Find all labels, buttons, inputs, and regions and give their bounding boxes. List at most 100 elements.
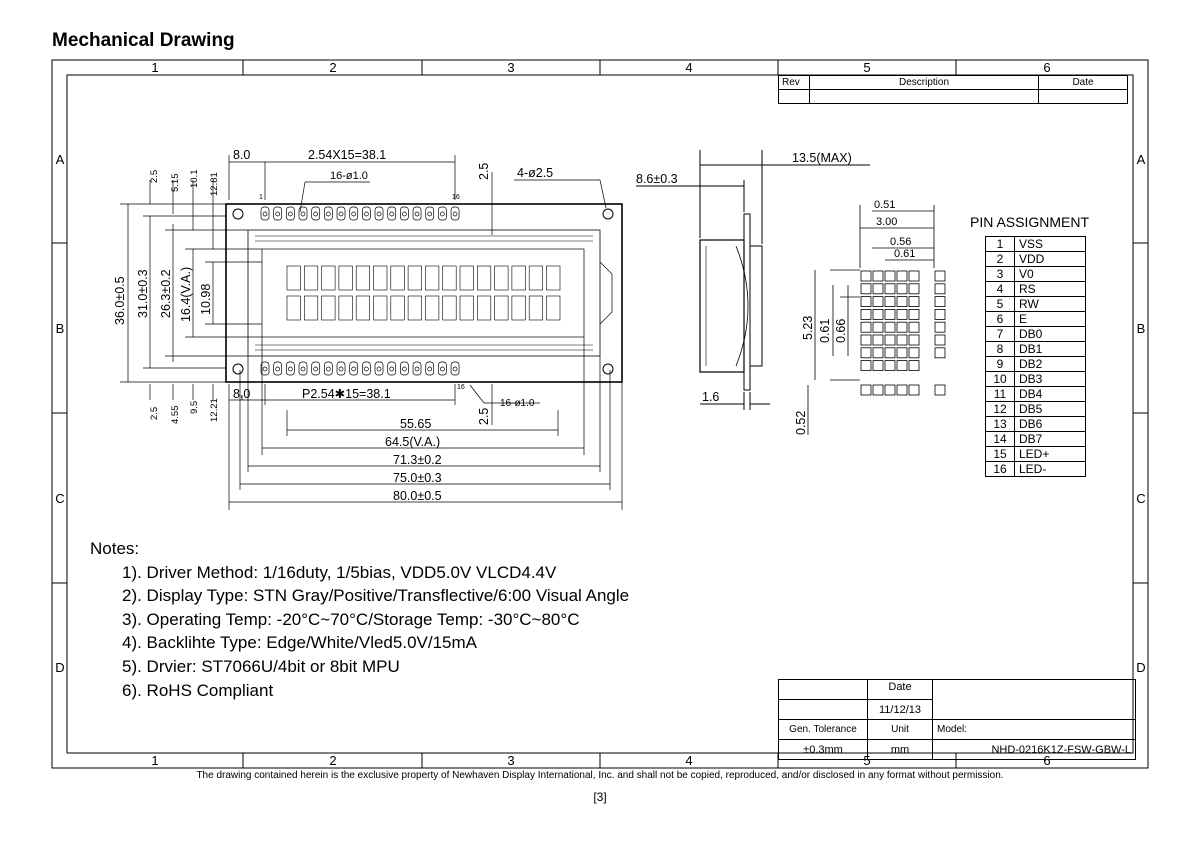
row-label: C bbox=[55, 491, 65, 506]
character-cell bbox=[459, 265, 474, 291]
pixel-dot bbox=[884, 321, 896, 333]
pixel-dot bbox=[884, 296, 896, 308]
header-pad bbox=[349, 361, 359, 376]
header-pad bbox=[349, 206, 359, 221]
title-block: Date 11/12/13 Gen. Tolerance Unit Model:… bbox=[778, 679, 1136, 760]
pixel-dot bbox=[934, 296, 946, 308]
character-cell bbox=[407, 265, 422, 291]
pin-signal: RW bbox=[1014, 296, 1086, 312]
pixel-dot bbox=[908, 296, 920, 308]
row-label: A bbox=[1136, 152, 1146, 167]
pixel-dot bbox=[934, 321, 946, 333]
pixel-dot bbox=[934, 308, 946, 320]
pin16-top: 16 bbox=[452, 194, 460, 201]
character-cell bbox=[546, 295, 561, 321]
row-label: B bbox=[1136, 321, 1146, 336]
pin-number: 16 bbox=[985, 461, 1015, 477]
pin-number: 9 bbox=[985, 356, 1015, 372]
column-label: 6 bbox=[1043, 60, 1051, 75]
pin-number: 7 bbox=[985, 326, 1015, 342]
character-cell bbox=[390, 265, 405, 291]
character-cell bbox=[459, 295, 474, 321]
tolerance-value: ±0.3mm bbox=[778, 739, 868, 760]
model-label: Model: bbox=[932, 719, 1136, 740]
pin-signal: DB4 bbox=[1014, 386, 1086, 402]
pin-signal: LED- bbox=[1014, 461, 1086, 477]
pixel-dot bbox=[908, 270, 920, 282]
header-pad bbox=[374, 361, 384, 376]
notes-section: Notes: 1). Driver Method: 1/16duty, 1/5b… bbox=[90, 537, 629, 702]
character-cell bbox=[321, 265, 336, 291]
pixel-dot bbox=[896, 347, 908, 359]
pixel-dot bbox=[934, 347, 946, 359]
note-item: 2). Display Type: STN Gray/Positive/Tran… bbox=[122, 586, 630, 606]
pin-number: 10 bbox=[985, 371, 1015, 387]
pixel-dot bbox=[872, 270, 884, 282]
header-pad bbox=[324, 361, 333, 376]
cursor-dot bbox=[934, 384, 946, 396]
dim-b12-21: 12.21 bbox=[209, 398, 220, 422]
pin-signal: DB1 bbox=[1014, 341, 1086, 357]
column-label: 6 bbox=[1043, 753, 1051, 768]
character-cell bbox=[442, 295, 457, 321]
pin-number: 8 bbox=[985, 341, 1015, 357]
pin-signal: VSS bbox=[1014, 236, 1086, 252]
pixel-dot bbox=[884, 347, 896, 359]
note-item: 6). RoHS Compliant bbox=[122, 680, 274, 700]
tolerance-label: Gen. Tolerance bbox=[778, 719, 868, 740]
pixel-dot bbox=[896, 283, 908, 295]
pin-signal: DB5 bbox=[1014, 401, 1086, 417]
dim-300: 3.00 bbox=[876, 216, 897, 228]
dim-hole-top: 16-ø1.0 bbox=[330, 170, 368, 182]
header-pad bbox=[362, 206, 371, 221]
pin-signal: E bbox=[1014, 311, 1086, 327]
cursor-dot bbox=[884, 384, 896, 396]
dim-056: 0.56 bbox=[890, 236, 911, 248]
dim-pitch-top: 2.54X15=38.1 bbox=[308, 148, 386, 162]
header-pad bbox=[273, 206, 283, 221]
pixel-dot bbox=[860, 283, 872, 295]
character-cell bbox=[407, 295, 422, 321]
pin-number: 11 bbox=[985, 386, 1015, 402]
pin-signal: DB7 bbox=[1014, 431, 1086, 447]
dim-holes4: 4-ø2.5 bbox=[517, 166, 553, 180]
header-pad bbox=[374, 206, 384, 221]
header-pad bbox=[260, 361, 270, 376]
pixel-dot bbox=[896, 308, 908, 320]
dim-80: 80.0±0.5 bbox=[393, 489, 442, 503]
row-label: C bbox=[1136, 491, 1146, 506]
cursor-dot bbox=[872, 384, 884, 396]
dim-v2-5: 2.5 bbox=[149, 170, 160, 183]
pixel-dot bbox=[872, 308, 884, 320]
header-pad bbox=[438, 206, 447, 221]
character-cell bbox=[338, 295, 353, 321]
dim-b2-5: 2.5 bbox=[149, 407, 160, 420]
row-label: A bbox=[55, 152, 65, 167]
character-cell bbox=[511, 295, 526, 321]
copyright-footer: The drawing contained herein is the excl… bbox=[196, 770, 1004, 781]
cursor-dot bbox=[908, 384, 920, 396]
pixel-dot bbox=[908, 308, 920, 320]
pixel-dot bbox=[908, 283, 920, 295]
dim-v12-81: 12.81 bbox=[209, 172, 220, 196]
header-pad bbox=[336, 206, 346, 221]
dim-v5-15: 5.15 bbox=[170, 174, 181, 193]
pin-signal: DB6 bbox=[1014, 416, 1086, 432]
bezel-outline bbox=[247, 229, 601, 357]
row-label: D bbox=[1136, 660, 1146, 675]
header-pad bbox=[285, 361, 295, 376]
dim-052: 0.52 bbox=[794, 411, 808, 435]
pixel-dot bbox=[860, 334, 872, 346]
pixel-dot bbox=[896, 334, 908, 346]
dim-75: 75.0±0.3 bbox=[393, 471, 442, 485]
